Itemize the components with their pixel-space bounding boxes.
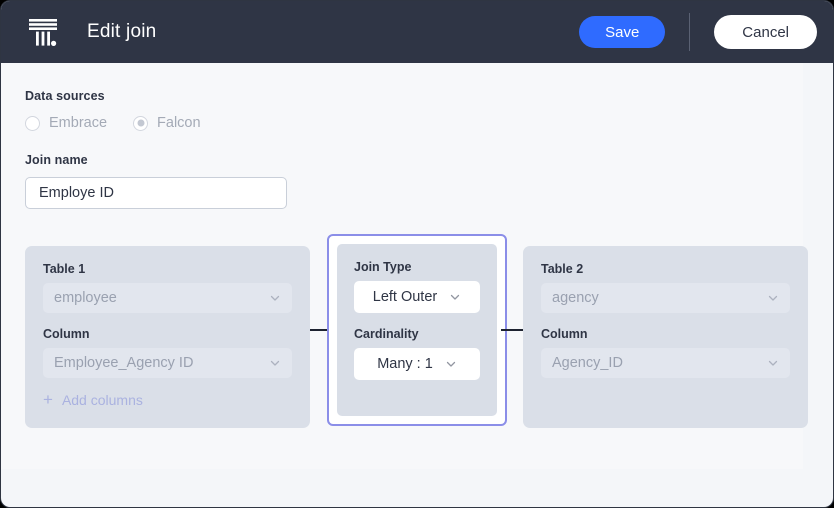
join-type-value: Left Outer bbox=[372, 289, 438, 305]
table-two-column-value: Agency_ID bbox=[552, 355, 623, 371]
chevron-down-icon bbox=[270, 360, 280, 366]
table-one-column-select[interactable]: Employee_Agency ID bbox=[43, 348, 292, 378]
table-two-card: Table 2 agency Column Agency_ID bbox=[523, 246, 808, 428]
cardinality-value: Many : 1 bbox=[377, 356, 433, 372]
join-type-label: Join Type bbox=[354, 260, 412, 274]
table-one-column-label: Column bbox=[43, 327, 90, 341]
add-columns-button[interactable]: + Add columns bbox=[43, 391, 292, 408]
radio-falcon-icon[interactable] bbox=[133, 115, 149, 131]
join-type-card-inner: Join Type Left Outer Cardinality Many : … bbox=[337, 244, 497, 416]
chevron-down-icon bbox=[451, 294, 460, 300]
table-one-select-value: employee bbox=[54, 290, 117, 306]
table-two-column-label: Column bbox=[541, 327, 588, 341]
table-two-column-select[interactable]: Agency_ID bbox=[541, 348, 790, 378]
chevron-down-icon bbox=[446, 361, 455, 367]
save-button[interactable]: Save bbox=[579, 16, 666, 48]
join-type-card[interactable]: Join Type Left Outer Cardinality Many : … bbox=[327, 234, 507, 426]
table-two-select[interactable]: agency bbox=[541, 283, 790, 313]
table-one-label: Table 1 bbox=[43, 262, 86, 276]
radio-falcon-label: Falcon bbox=[157, 115, 201, 131]
app-header: Edit join Save Cancel bbox=[1, 1, 833, 63]
data-sources-radio-group[interactable]: Embrace Falcon bbox=[25, 115, 811, 131]
chevron-down-icon bbox=[768, 295, 778, 301]
radio-option-falcon[interactable]: Falcon bbox=[133, 115, 201, 131]
table-one-column-value: Employee_Agency ID bbox=[54, 355, 194, 371]
table-two-select-value: agency bbox=[552, 290, 599, 306]
join-name-block: Join name bbox=[25, 153, 811, 209]
thoughtspot-pillar-logo-icon bbox=[29, 19, 57, 46]
table-one-card: Table 1 employee Column Employee_Agency … bbox=[25, 246, 310, 428]
cardinality-select[interactable]: Many : 1 bbox=[354, 348, 480, 380]
table-two-label: Table 2 bbox=[541, 262, 584, 276]
connector-line-right bbox=[501, 329, 528, 331]
header-divider bbox=[689, 13, 691, 51]
radio-option-embrace[interactable]: Embrace bbox=[25, 115, 107, 131]
join-type-select[interactable]: Left Outer bbox=[354, 281, 480, 313]
chevron-down-icon bbox=[270, 295, 280, 301]
table-one-select[interactable]: employee bbox=[43, 283, 292, 313]
connector-line-left bbox=[310, 329, 334, 331]
add-columns-label: Add columns bbox=[61, 391, 143, 408]
cancel-button[interactable]: Cancel bbox=[714, 15, 817, 49]
radio-embrace-icon[interactable] bbox=[25, 115, 40, 131]
edit-join-form: Data sources Embrace Falcon Join name Ta… bbox=[1, 63, 833, 507]
join-name-label: Join name bbox=[25, 153, 88, 167]
radio-embrace-label: Embrace bbox=[49, 115, 108, 131]
chevron-down-icon bbox=[768, 360, 778, 366]
join-diagram: Table 1 employee Column Employee_Agency … bbox=[25, 234, 811, 434]
cardinality-label: Cardinality bbox=[354, 327, 419, 341]
plus-icon: + bbox=[43, 390, 53, 409]
join-name-input[interactable] bbox=[25, 177, 287, 209]
data-sources-label: Data sources bbox=[25, 89, 105, 103]
header-actions: Save Cancel bbox=[579, 13, 817, 51]
page-title: Edit join bbox=[87, 21, 157, 42]
